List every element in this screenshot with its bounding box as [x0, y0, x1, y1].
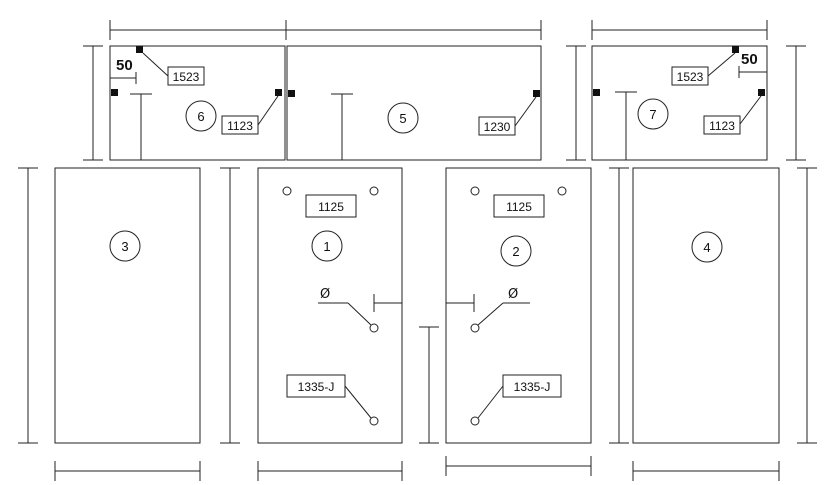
dimension-value: 50 [741, 51, 758, 68]
hole [369, 186, 379, 196]
hole [369, 416, 379, 426]
panel-number-circle [109, 230, 141, 262]
diameter-symbol: Ø [320, 287, 330, 302]
hole [470, 416, 480, 426]
hole [470, 323, 480, 333]
panel-edge-label: 1123 [709, 119, 735, 133]
marker-square [533, 90, 540, 97]
panel-label: 1125 [506, 200, 532, 214]
panel-number-circle [311, 230, 343, 262]
dimension-value: 50 [116, 57, 133, 74]
panel-4: 4 [632, 167, 780, 444]
panel-number: 5 [399, 111, 406, 126]
panel-edge-label: 1335-J [514, 380, 551, 394]
panel-number: 4 [703, 240, 710, 255]
panel-edge-label: 1335-J [298, 380, 335, 394]
marker-square [593, 89, 600, 96]
dimension-lines-side [18, 167, 817, 444]
hole [470, 186, 480, 196]
diameter-symbol: Ø [508, 287, 518, 302]
panel-label: 1125 [318, 200, 344, 214]
panel-label: 1523 [173, 70, 200, 84]
panel-6: 50 1523 6 1123 [109, 45, 286, 161]
marker-square [111, 89, 118, 96]
marker-square [758, 89, 765, 96]
panel-3: 3 [54, 167, 201, 444]
panel-number: 1 [323, 239, 330, 254]
panel-number: 6 [197, 109, 204, 124]
panel-edge-label: 1123 [227, 119, 253, 133]
marker-square [275, 89, 282, 96]
panel-label: 1523 [677, 70, 704, 84]
panel-number-circle [185, 100, 217, 132]
panel-number: 7 [649, 107, 656, 122]
panel-number-circle [691, 231, 723, 263]
hole [369, 323, 379, 333]
marker-square [732, 46, 739, 53]
panel-5: 5 1230 [286, 45, 542, 161]
dimension-lines-top [83, 20, 806, 161]
panel-number: 3 [121, 239, 128, 254]
panel-edge-label: 1230 [484, 120, 511, 134]
dimension-lines-bottom [54, 456, 780, 481]
panel-2: 1125 2 Ø 1335-J [445, 167, 592, 444]
hole [557, 186, 567, 196]
panel-number: 2 [512, 244, 519, 259]
marker-square [288, 90, 295, 97]
panel-1: 1125 1 Ø 1335-J [257, 167, 403, 444]
panel-7: 50 1523 7 1123 [591, 45, 768, 161]
marker-square [136, 46, 143, 53]
panel-number-circle [500, 235, 532, 267]
panel-number-circle [637, 98, 669, 130]
hole [282, 186, 292, 196]
panel-number-circle [387, 102, 419, 134]
